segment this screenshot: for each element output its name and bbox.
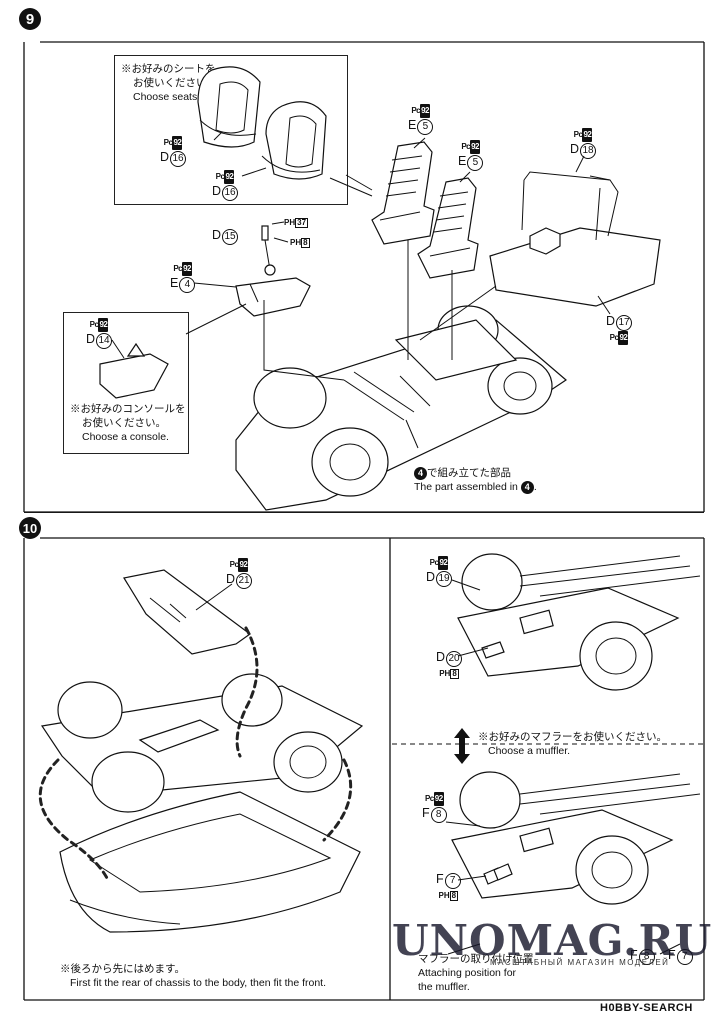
car-body	[59, 791, 361, 933]
step-10-badge: 10	[19, 517, 41, 539]
dashed-guide-1	[235, 626, 259, 758]
attach-note-jp: マフラーの取り付け位置	[418, 953, 534, 965]
seat-e5-left	[371, 141, 435, 245]
seats-note-en: Choose seats.	[133, 91, 201, 103]
assembled-step-badge-2: 4	[520, 481, 534, 494]
source-watermark: H0BBY-SEARCH	[600, 1002, 693, 1014]
console-e4	[235, 277, 311, 317]
attach-note: マフラーの取り付け位置 Attaching position for the m…	[418, 952, 534, 994]
muffler-note-en: Choose a muffler.	[488, 745, 571, 757]
seat-option-1	[197, 66, 261, 148]
chassis-muffler-view-2	[451, 771, 701, 905]
fit-note: ※後ろから先にはめます。 First fit the rear of chass…	[60, 962, 326, 990]
step-10-number: 10	[22, 520, 38, 536]
dashed-guide-3	[322, 758, 353, 842]
attach-note-en-1: Attaching position for	[418, 967, 517, 979]
attach-note-en-2: the muffler.	[418, 981, 470, 993]
console-note-jp: ※お好みのコンソールを	[70, 403, 186, 415]
chassis-muffler-view-1	[457, 553, 701, 691]
seats-note: ※お好みのシートを お使いください。 Choose seats.	[121, 62, 217, 104]
watermark-subtitle: МАСШТАБНЫЙ МАГАЗИН МОДЕЛЕЙ	[490, 958, 670, 967]
muffler-note: ※お好みのマフラーをお使いください。 Choose a muffler.	[478, 730, 667, 758]
console-note: ※お好みのコンソールを お使いください。 Choose a console.	[70, 402, 186, 444]
assembled-note-jp: で組み立てた部品	[427, 467, 511, 479]
seats-note-jp: ※お好みのシートを	[121, 63, 216, 75]
chassis-upside	[40, 673, 364, 813]
seat-options-box	[114, 55, 348, 205]
watermark-logo: UNOMAG.RU	[392, 916, 713, 965]
rollbar-assembly	[489, 171, 661, 307]
seat-e5-right	[417, 177, 479, 279]
step-9-number: 9	[25, 10, 35, 28]
fit-note-en: First fit the rear of chassis to the bod…	[70, 977, 327, 989]
undertray-d21	[123, 569, 252, 655]
console-options-box	[63, 312, 189, 454]
seat-option-2	[261, 101, 327, 180]
console-note-jp2: お使いください。	[82, 417, 166, 429]
console-note-en: Choose a console.	[82, 431, 169, 443]
assembled-note-en: The part assembled in	[414, 481, 518, 493]
choice-arrow	[454, 728, 470, 764]
assembled-step-badge: 4	[414, 467, 427, 480]
seats-note-jp2: お使いください。	[133, 77, 217, 89]
console-d14	[99, 342, 169, 399]
muffler-note-jp: ※お好みのマフラーをお使いください。	[478, 731, 667, 743]
shifter-d15	[261, 225, 276, 276]
dashed-guide-2	[38, 758, 110, 882]
step-9-badge: 9	[19, 8, 41, 30]
fit-note-jp: ※後ろから先にはめます。	[60, 963, 185, 975]
